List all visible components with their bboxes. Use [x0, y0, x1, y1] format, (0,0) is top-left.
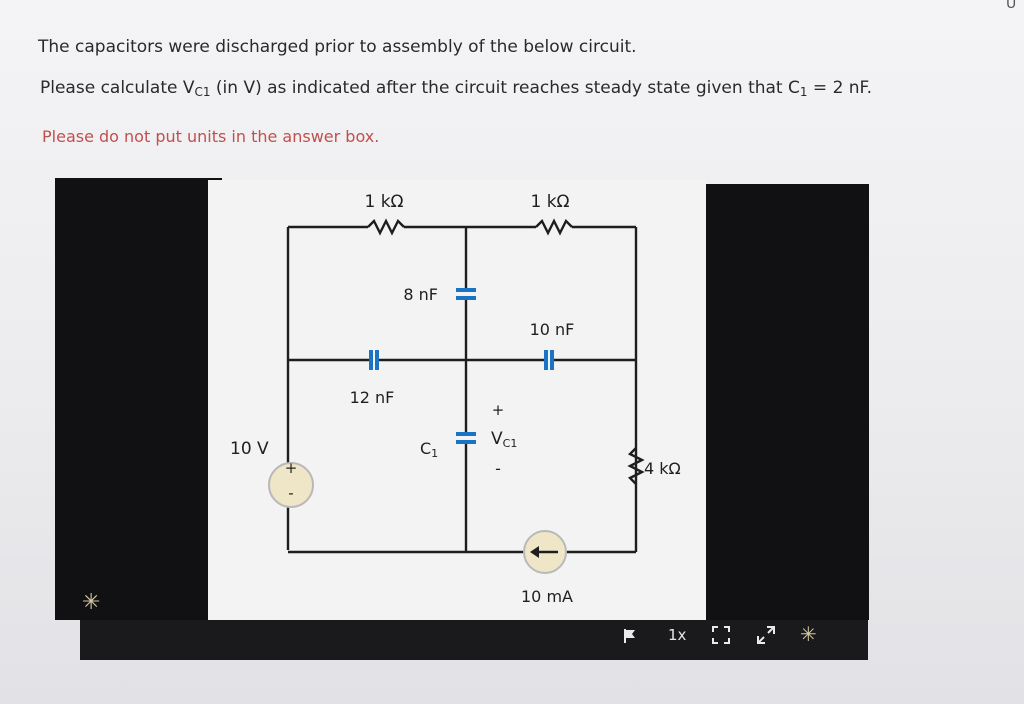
question-note-text: Please do not put units in the answer bo… — [42, 127, 380, 146]
circuit-wires — [286, 218, 645, 554]
question-text-2b: (in V) as indicated after the circuit re… — [210, 78, 800, 98]
question-note: Please do not put units in the answer bo… — [42, 127, 379, 146]
resistor-right — [627, 447, 645, 485]
sparkle-icon: ✳ — [82, 590, 101, 615]
label-c-8nf: 8 nF — [403, 285, 438, 304]
question-text-2c: = 2 nF. — [807, 78, 873, 98]
label-r-top-right: 1 kΩ — [530, 192, 569, 212]
fullscreen-icon[interactable] — [712, 626, 730, 644]
cap-10nf-plate-b — [550, 350, 554, 370]
label-c-10nf: 10 nF — [530, 320, 575, 339]
label-c-12nf: 12 nF — [350, 388, 395, 407]
circuit-diagram: + - 1 kΩ 1 kΩ 8 nF 10 nF 12 nF C1 + VC1 … — [208, 180, 706, 620]
video-right-panel — [703, 184, 869, 620]
question-line-2: Please calculate VC1 (in V) as indicated… — [40, 78, 872, 99]
expand-icon[interactable] — [756, 625, 776, 645]
label-c1-main: C — [420, 439, 431, 458]
label-current-source: 10 mA — [521, 587, 573, 606]
circuit-labels: 1 kΩ 1 kΩ 8 nF 10 nF 12 nF C1 + VC1 - 10… — [230, 192, 681, 606]
video-left-panel — [55, 178, 222, 620]
cap-12nf-plate-a — [369, 350, 373, 370]
cap-c1-plate-a — [456, 432, 476, 436]
cap-12nf-plate-b — [375, 350, 379, 370]
resistor-top-right — [535, 218, 573, 236]
label-r-right: 4 kΩ — [644, 459, 681, 478]
source-plus: + — [285, 459, 298, 477]
circuit-svg: + - 1 kΩ 1 kΩ 8 nF 10 nF 12 nF C1 + VC1 … — [230, 192, 681, 606]
question-text-2a: Please calculate V — [40, 78, 195, 98]
label-vc1-sub: C1 — [503, 437, 518, 450]
label-c1-sub: 1 — [431, 447, 438, 460]
source-minus: - — [288, 484, 293, 502]
flag-icon[interactable] — [623, 628, 637, 644]
corner-mark: U — [1006, 0, 1017, 12]
label-vc1-minus: - — [495, 459, 501, 478]
voltage-source-body — [268, 462, 314, 508]
cap-c1-plate-b — [456, 440, 476, 444]
label-voltage-source: 10 V — [230, 439, 269, 459]
label-vc1-main: V — [491, 429, 503, 449]
player-control-bar — [80, 620, 868, 660]
question-sub-1: 1 — [799, 85, 808, 99]
capacitor-plates — [369, 288, 554, 444]
playback-speed-button[interactable]: 1x — [668, 626, 687, 644]
voltage-source: + - — [268, 459, 314, 508]
label-vc1-plus: + — [492, 401, 505, 419]
label-c1: C1 — [420, 439, 438, 460]
cap-10nf-plate-a — [544, 350, 548, 370]
question-sub-c1: C1 — [194, 85, 211, 99]
question-text-1: The capacitors were discharged prior to … — [38, 37, 637, 57]
sparkle-icon[interactable]: ✳ — [800, 622, 817, 646]
current-source — [523, 530, 567, 574]
label-r-top-left: 1 kΩ — [364, 192, 403, 212]
current-arrow-head — [530, 546, 539, 558]
cap-8nf-plate-b — [456, 296, 476, 300]
cap-8nf-plate-a — [456, 288, 476, 292]
label-vc1: VC1 — [491, 429, 517, 450]
question-line-1: The capacitors were discharged prior to … — [38, 37, 637, 57]
resistor-top-left — [367, 218, 405, 236]
